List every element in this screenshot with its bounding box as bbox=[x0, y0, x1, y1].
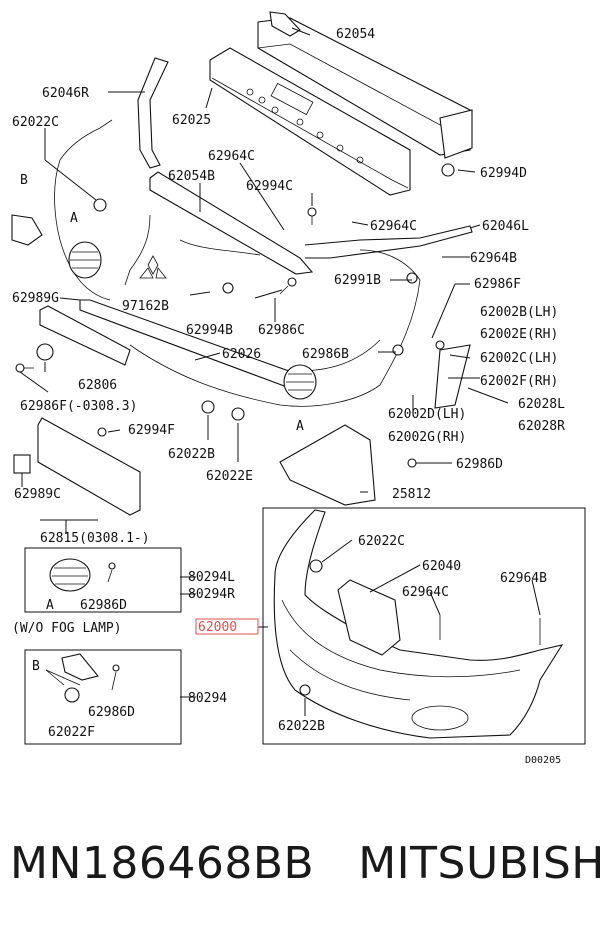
callout-62964c-2: 62964C bbox=[370, 219, 417, 234]
drawing-code: D00205 bbox=[525, 755, 561, 766]
assembly-box-62000 bbox=[262, 507, 586, 745]
letter-a: A bbox=[70, 211, 78, 226]
callout-62022b-2: 62022B bbox=[278, 719, 325, 734]
callout-62994f: 62994F bbox=[128, 423, 175, 438]
callout-62022b: 62022B bbox=[168, 447, 215, 462]
license-plate-bracket bbox=[37, 417, 141, 516]
callout-62002d: 62002D(LH) bbox=[388, 407, 466, 422]
callout-62806: 62806 bbox=[78, 378, 117, 393]
callout-62994d: 62994D bbox=[480, 166, 527, 181]
footer: MN186468BB MITSUBISHI bbox=[10, 838, 600, 898]
callout-62986d-3: 62986D bbox=[88, 705, 135, 720]
leader-lines bbox=[19, 27, 509, 698]
callout-62022e: 62022E bbox=[206, 469, 253, 484]
callout-62002c: 62002C(LH) bbox=[480, 351, 558, 366]
callout-97162b: 97162B bbox=[122, 299, 169, 314]
callout-62989g: 62989G bbox=[12, 291, 59, 306]
callout-62994b: 62994B bbox=[186, 323, 233, 338]
bracket-62054b bbox=[149, 171, 314, 275]
callout-62002e: 62002E(RH) bbox=[480, 327, 558, 342]
callout-62964c: 62964C bbox=[208, 149, 255, 164]
callout-80294r: 80294R bbox=[188, 587, 235, 602]
callout-62815: 62815(0308.1-) bbox=[40, 531, 150, 546]
callout-62002g: 62002G(RH) bbox=[388, 430, 466, 445]
lower-strip bbox=[39, 305, 131, 366]
bumper-assembly bbox=[273, 509, 564, 739]
air-duct bbox=[279, 424, 376, 506]
callout-62054: 62054 bbox=[336, 27, 375, 42]
callout-62986f: 62986F bbox=[474, 277, 521, 292]
callout-62994c: 62994C bbox=[246, 179, 293, 194]
callout-62046r: 62046R bbox=[42, 86, 89, 101]
assembly-leaders bbox=[304, 539, 541, 716]
callout-62022f: 62022F bbox=[48, 725, 95, 740]
bracket-62028 bbox=[434, 344, 471, 409]
callout-80294: 80294 bbox=[188, 691, 227, 706]
fog-cover bbox=[49, 558, 116, 592]
fog-grille-right bbox=[283, 364, 317, 400]
callout-62022c-2: 62022C bbox=[358, 534, 405, 549]
callout-62025: 62025 bbox=[172, 113, 211, 128]
reinforcement-bar bbox=[257, 11, 473, 159]
letter-b: B bbox=[20, 173, 28, 188]
callout-62046l: 62046L bbox=[482, 219, 529, 234]
callout-62026: 62026 bbox=[222, 347, 261, 362]
callout-62002b: 62002B(LH) bbox=[480, 305, 558, 320]
letter-a-3: A bbox=[46, 598, 54, 613]
parts-diagram: 62054 62046R 62025 62022C 62964C 62054B … bbox=[11, 11, 586, 766]
fog-grille-left bbox=[68, 241, 102, 279]
callout-62000: 62000 bbox=[198, 620, 237, 635]
box-80294 bbox=[24, 649, 182, 745]
mitsubishi-emblem bbox=[139, 255, 167, 279]
callout-62002f: 62002F(RH) bbox=[480, 374, 558, 389]
callout-62028r: 62028R bbox=[518, 419, 565, 434]
callout-62964c-3: 62964C bbox=[402, 585, 449, 600]
callout-62986d-2: 62986D bbox=[80, 598, 127, 613]
wo-fog-note: (W/O FOG LAMP) bbox=[12, 621, 122, 636]
brand-name: MITSUBISHI bbox=[358, 838, 600, 889]
callout-62964b-2: 62964B bbox=[500, 571, 547, 586]
bracket-b-left bbox=[11, 214, 43, 246]
callout-62986d: 62986D bbox=[456, 457, 503, 472]
stay-left bbox=[304, 225, 473, 259]
clip-62989c bbox=[13, 454, 31, 474]
callout-25812: 25812 bbox=[392, 487, 431, 502]
part-number: MN186468BB bbox=[10, 838, 315, 889]
callout-62054b: 62054B bbox=[168, 169, 215, 184]
stay-right bbox=[137, 57, 169, 169]
box-wo-fog-lamp bbox=[24, 547, 182, 613]
callout-labels: 62054 62046R 62025 62022C 62964C 62054B … bbox=[12, 27, 565, 766]
callout-80294l: 80294L bbox=[188, 570, 235, 585]
callout-62028l: 62028L bbox=[518, 397, 565, 412]
callout-62040: 62040 bbox=[422, 559, 461, 574]
callout-62986b: 62986B bbox=[302, 347, 349, 362]
callout-62022c: 62022C bbox=[12, 115, 59, 130]
callout-62986c: 62986C bbox=[258, 323, 305, 338]
letter-a-2: A bbox=[296, 419, 304, 434]
callout-62986f-2: 62986F(-0308.3) bbox=[20, 399, 137, 414]
callout-62989c: 62989C bbox=[14, 487, 61, 502]
callout-62991b: 62991B bbox=[334, 273, 381, 288]
bracket-80294 bbox=[45, 653, 120, 703]
letter-b-2: B bbox=[32, 659, 40, 674]
energy-absorber bbox=[209, 47, 411, 196]
callout-62964b: 62964B bbox=[470, 251, 517, 266]
